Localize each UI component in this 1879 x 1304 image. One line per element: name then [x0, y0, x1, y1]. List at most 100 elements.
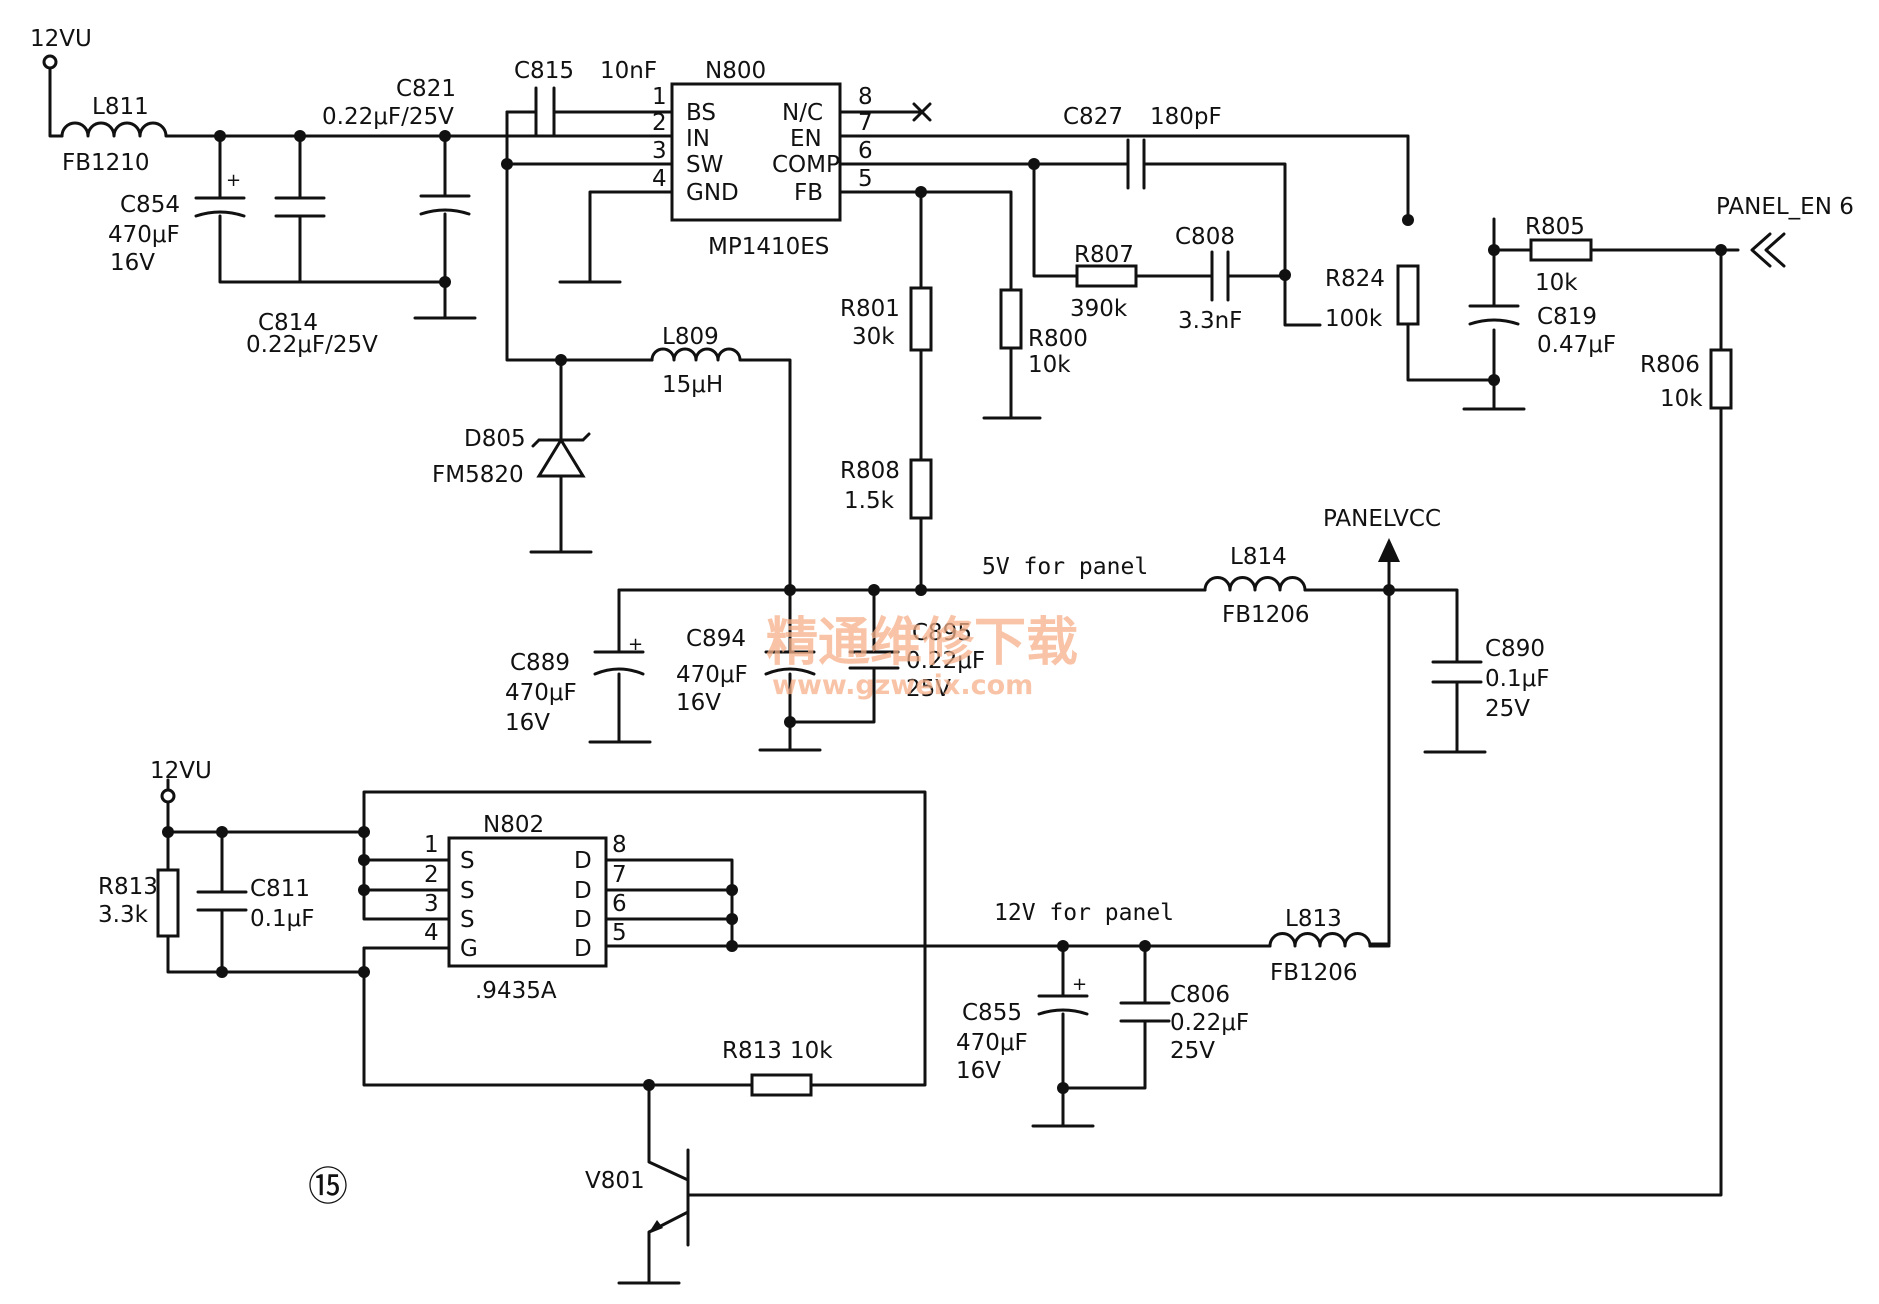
n802-pin7-num: 7	[612, 862, 627, 888]
capacitor-c819	[1468, 304, 1520, 326]
panelvcc-arrow-icon	[1378, 538, 1400, 562]
resistor-r813-3k3	[156, 868, 180, 938]
l814-value: FB1206	[1222, 602, 1310, 628]
c806-ref: C806	[1170, 982, 1230, 1008]
n802-pin2-num: 2	[424, 862, 439, 888]
n800-pin8-name: N/C	[782, 100, 823, 126]
c895-voltage: 25V	[906, 676, 951, 702]
resistor-r805	[1529, 238, 1593, 262]
ic-n802-ref: N802	[483, 812, 544, 838]
c806-voltage: 25V	[1170, 1038, 1215, 1064]
capacitor-c821	[419, 194, 471, 216]
c895-value: 0.22μF	[906, 648, 985, 674]
c827-value: 180pF	[1150, 104, 1222, 130]
capacitor-c811	[196, 890, 248, 912]
n800-pin3-num: 3	[652, 138, 667, 164]
rail-12vu-terminal-bottom	[160, 788, 176, 804]
svg-text:+: +	[1072, 974, 1087, 995]
c819-value: 0.47μF	[1537, 332, 1616, 358]
n800-pin1-num: 1	[652, 84, 667, 110]
l809-value: 15μH	[662, 372, 723, 398]
n802-pin5-num: 5	[612, 920, 627, 946]
r805-ref: R805	[1525, 214, 1585, 240]
r807-ref: R807	[1074, 242, 1134, 268]
c821-value: 0.22μF/25V	[322, 104, 454, 130]
d805-ref: D805	[464, 426, 526, 452]
resistor-r824	[1396, 264, 1420, 326]
ic-n800-ref: N800	[705, 58, 766, 84]
transistor-v801-icon	[648, 1220, 663, 1234]
n802-pin3-num: 3	[424, 891, 439, 917]
capacitor-c855: +	[1037, 974, 1089, 1016]
c806-value: 0.22μF	[1170, 1010, 1249, 1036]
label-panel-en: PANEL_EN 6	[1716, 194, 1854, 220]
l813-value: FB1206	[1270, 960, 1358, 986]
ic-n800-labels: N800 MP1410ES 1 2 3 4 BS IN SW GND 8 7 6…	[652, 58, 873, 260]
d805-value: FM5820	[432, 462, 524, 488]
resistor-r801	[909, 286, 933, 352]
c889-voltage: 16V	[505, 710, 550, 736]
c894-voltage: 16V	[676, 690, 721, 716]
n802-pin5-name: D	[574, 936, 592, 962]
r801-ref: R801	[840, 296, 900, 322]
n802-pin8-name: D	[574, 848, 592, 874]
n802-pin2-name: S	[460, 878, 475, 904]
capacitor-c895	[848, 650, 900, 682]
label-panelvcc: PANELVCC	[1323, 506, 1441, 532]
n800-pin5-num: 5	[858, 166, 873, 192]
c895-ref: C895	[912, 620, 972, 646]
n802-pin3-name: S	[460, 907, 475, 933]
l809-ref: L809	[662, 324, 719, 350]
r805-value: 10k	[1535, 270, 1578, 296]
c827-ref: C827	[1063, 104, 1123, 130]
label-12vu-top: 12VU	[30, 26, 92, 52]
n800-pin4-name: GND	[686, 180, 739, 206]
c855-voltage: 16V	[956, 1058, 1001, 1084]
r801-value: 30k	[852, 324, 895, 350]
r813a-ref: R813	[98, 874, 158, 900]
c811-ref: C811	[250, 876, 310, 902]
capacitor-c854: +	[194, 170, 246, 218]
c814-ref: C814	[258, 310, 318, 336]
l814-ref: L814	[1230, 544, 1287, 570]
n800-pin8-num: 8	[858, 84, 873, 110]
c808-ref: C808	[1175, 224, 1235, 250]
n800-pin2-num: 2	[652, 110, 667, 136]
n802-pin4-name: G	[460, 936, 478, 962]
c814-value: 0.22μF/25V	[246, 332, 378, 358]
r806-ref: R806	[1640, 352, 1700, 378]
c890-ref: C890	[1485, 636, 1545, 662]
n800-pin6-name: COMP	[772, 152, 840, 178]
capacitor-c815	[534, 86, 556, 138]
n800-pin4-num: 4	[652, 166, 667, 192]
resistor-r806	[1709, 348, 1733, 410]
watermark-line1: 精通维修下载	[766, 613, 1078, 673]
ic-n802-labels: N802 .9435A 1 2 3 4 S S S G 8 7 6 5 D D …	[424, 812, 627, 1004]
c894-value: 470μF	[676, 662, 748, 688]
n800-pin6-num: 6	[858, 138, 873, 164]
r808-value: 1.5k	[844, 488, 895, 514]
c855-value: 470μF	[956, 1030, 1028, 1056]
c894-ref: C894	[686, 626, 746, 652]
component-labels: L811 FB1210 C854 470μF 16V C821 0.22μF/2…	[62, 58, 1703, 1194]
c855-ref: C855	[962, 1000, 1022, 1026]
c890-value: 0.1μF	[1485, 666, 1549, 692]
capacitor-c806	[1119, 1001, 1171, 1023]
inductor-l809	[650, 347, 745, 362]
r824-ref: R824	[1325, 266, 1385, 292]
capacitor-c814	[274, 196, 326, 218]
capacitor-c890	[1431, 648, 1483, 696]
c821-ref: C821	[396, 76, 456, 102]
n802-pin1-name: S	[460, 848, 475, 874]
n800-pin1-name: BS	[686, 100, 716, 126]
label-12vu-bottom: 12VU	[150, 758, 212, 784]
c889-ref: C889	[510, 650, 570, 676]
watermark-line2: www.gzweix.com	[772, 670, 1033, 701]
r824-value: 100k	[1325, 306, 1383, 332]
n802-pin8-num: 8	[612, 832, 627, 858]
r813a-value: 3.3k	[98, 902, 149, 928]
label-5v-for-panel: 5V for panel	[982, 554, 1148, 580]
capacitor-c894	[764, 650, 816, 676]
resistor-r813-10k	[750, 1073, 813, 1097]
